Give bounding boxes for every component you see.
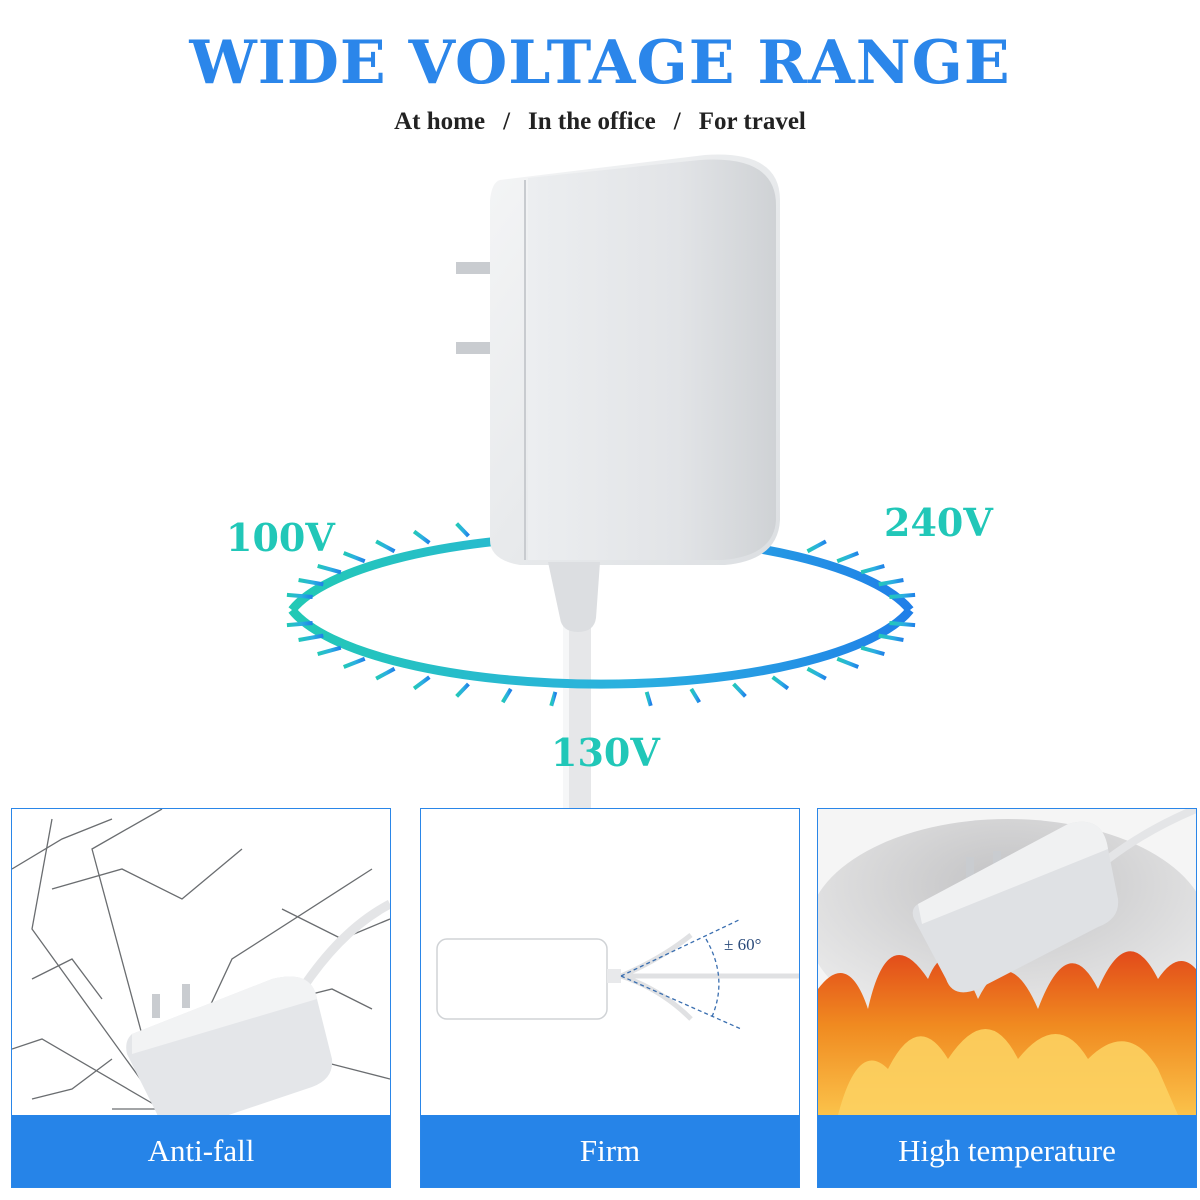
ring-tick — [860, 564, 885, 575]
feature-panel-anti-fall: Anti-fall — [11, 808, 391, 1188]
adapter-outline — [436, 938, 608, 1020]
voltage-label-100v: 100V — [226, 515, 335, 560]
page-title: WIDE VOLTAGE RANGE — [189, 28, 1011, 98]
feature-label-firm: Firm — [421, 1115, 799, 1187]
ring-tick — [889, 620, 916, 628]
cable-angle-diagram — [436, 918, 799, 1030]
ring-tick — [412, 675, 431, 691]
voltage-label-240v: 240V — [884, 500, 993, 545]
ring-tick — [317, 645, 342, 656]
ring-tick — [455, 522, 470, 538]
use-case-home: At home — [394, 108, 486, 135]
ring-tick — [732, 682, 747, 698]
use-cases: At home / In the office / For travel — [0, 108, 1200, 136]
ring-tick — [286, 592, 313, 600]
ring-tick — [889, 592, 916, 600]
ring-tick — [286, 620, 313, 628]
ring-tick — [806, 539, 827, 554]
feature-label-high-temperature: High temperature — [818, 1115, 1196, 1187]
voltage-label-130v: 130V — [551, 730, 660, 775]
ring-tick — [501, 687, 513, 704]
ring-tick — [878, 633, 904, 642]
ring-tick — [878, 578, 904, 587]
feature-panel-firm: ± 60° Firm — [420, 808, 800, 1188]
adapter-voltage-illustration — [283, 154, 919, 810]
ring-tick — [375, 539, 396, 554]
ring-tick — [343, 656, 366, 669]
ring-tick — [317, 564, 342, 575]
feature-label-anti-fall: Anti-fall — [12, 1115, 390, 1187]
separator: / — [673, 108, 681, 135]
ring-tick — [343, 551, 366, 564]
ring-tick — [836, 551, 859, 564]
shattered-glass-adapter-image — [12, 809, 390, 1115]
ring-tick — [455, 682, 470, 698]
ring-tick — [771, 675, 790, 691]
use-case-travel: For travel — [698, 108, 806, 135]
ring-tick — [806, 666, 827, 681]
ring-tick — [836, 656, 859, 669]
use-case-office: In the office — [528, 108, 656, 135]
separator: / — [503, 108, 511, 135]
ring-tick — [298, 578, 324, 587]
feature-panel-high-temperature: High temperature — [817, 808, 1197, 1188]
fire-adapter-image — [818, 809, 1196, 1115]
ring-tick — [412, 529, 431, 545]
voltage-ring-front — [288, 607, 914, 689]
strain-relief — [548, 562, 600, 632]
angle-label: ± 60° — [724, 935, 762, 954]
plug-prong-bottom — [456, 342, 496, 354]
ring-tick — [375, 666, 396, 681]
ring-tick — [689, 687, 701, 704]
plug-prong-top — [456, 262, 496, 274]
ring-tick — [644, 691, 653, 707]
ring-tick — [860, 645, 885, 656]
ring-tick — [549, 691, 558, 707]
ring-tick — [298, 633, 324, 642]
